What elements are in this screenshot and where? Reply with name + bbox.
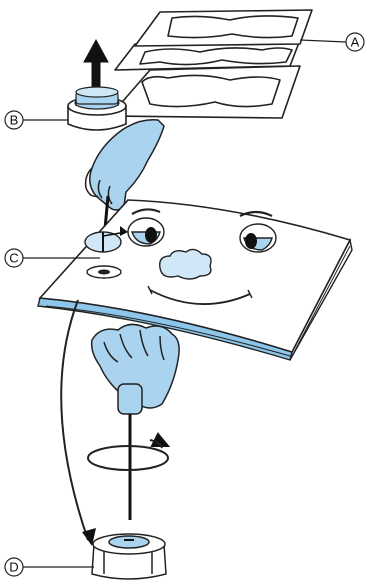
callout-A: A [300, 33, 364, 51]
rotate-arrow-icon [88, 434, 168, 470]
callout-B: B [5, 111, 68, 129]
arrow-up-icon [84, 40, 108, 92]
cap-B [68, 40, 126, 130]
fitting-D [92, 534, 166, 579]
gasket-sheets-A [110, 10, 312, 118]
lower-hand-icon [92, 324, 179, 520]
callout-label-A: A [351, 35, 360, 50]
callout-D: D [5, 558, 94, 576]
callout-label-B: B [10, 113, 19, 128]
curved-arrow-icon [61, 300, 96, 546]
callout-label-C: C [9, 251, 18, 266]
pad-with-face [38, 200, 352, 360]
callout-label-D: D [9, 560, 18, 575]
